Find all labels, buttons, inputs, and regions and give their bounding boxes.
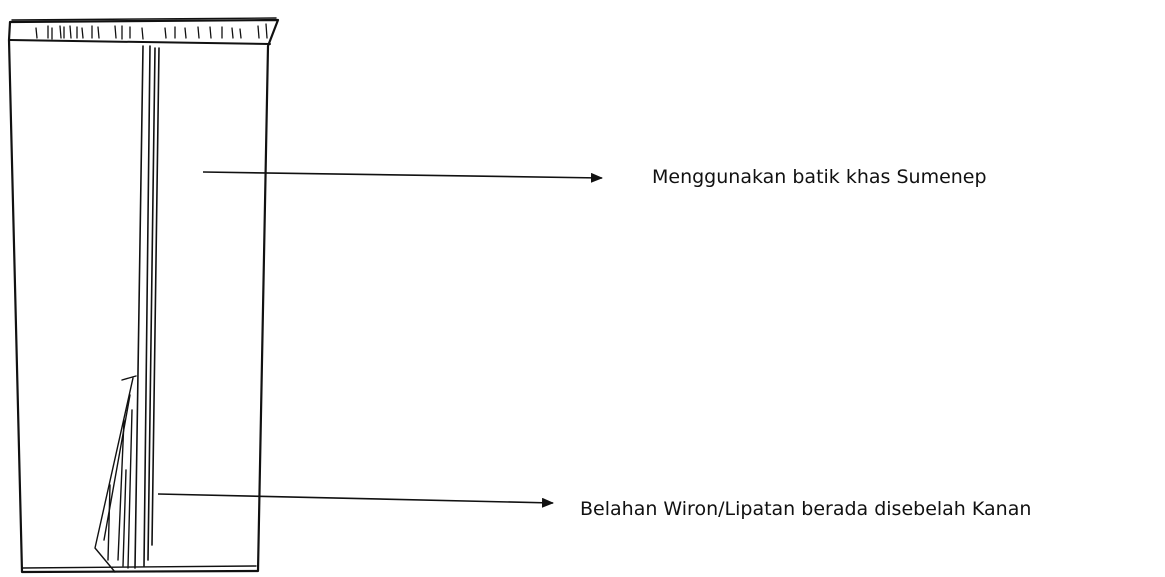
arrow-wiron [157, 493, 554, 508]
waistband-top-line [11, 17, 277, 21]
kain-outline [7, 18, 280, 574]
hem-line [21, 565, 257, 569]
arrow-batik [202, 171, 603, 183]
pleat-fold [94, 375, 137, 573]
waistband-line [9, 39, 271, 45]
label-belahan-wiron: Belahan Wiron/Lipatan berada disebelah K… [580, 498, 1032, 520]
label-batik-sumenep: Menggunakan batik khas Sumenep [652, 166, 987, 188]
pleat-lines [134, 45, 160, 569]
waistband-hatching [35, 23, 268, 40]
kain-drawing [7, 17, 280, 574]
